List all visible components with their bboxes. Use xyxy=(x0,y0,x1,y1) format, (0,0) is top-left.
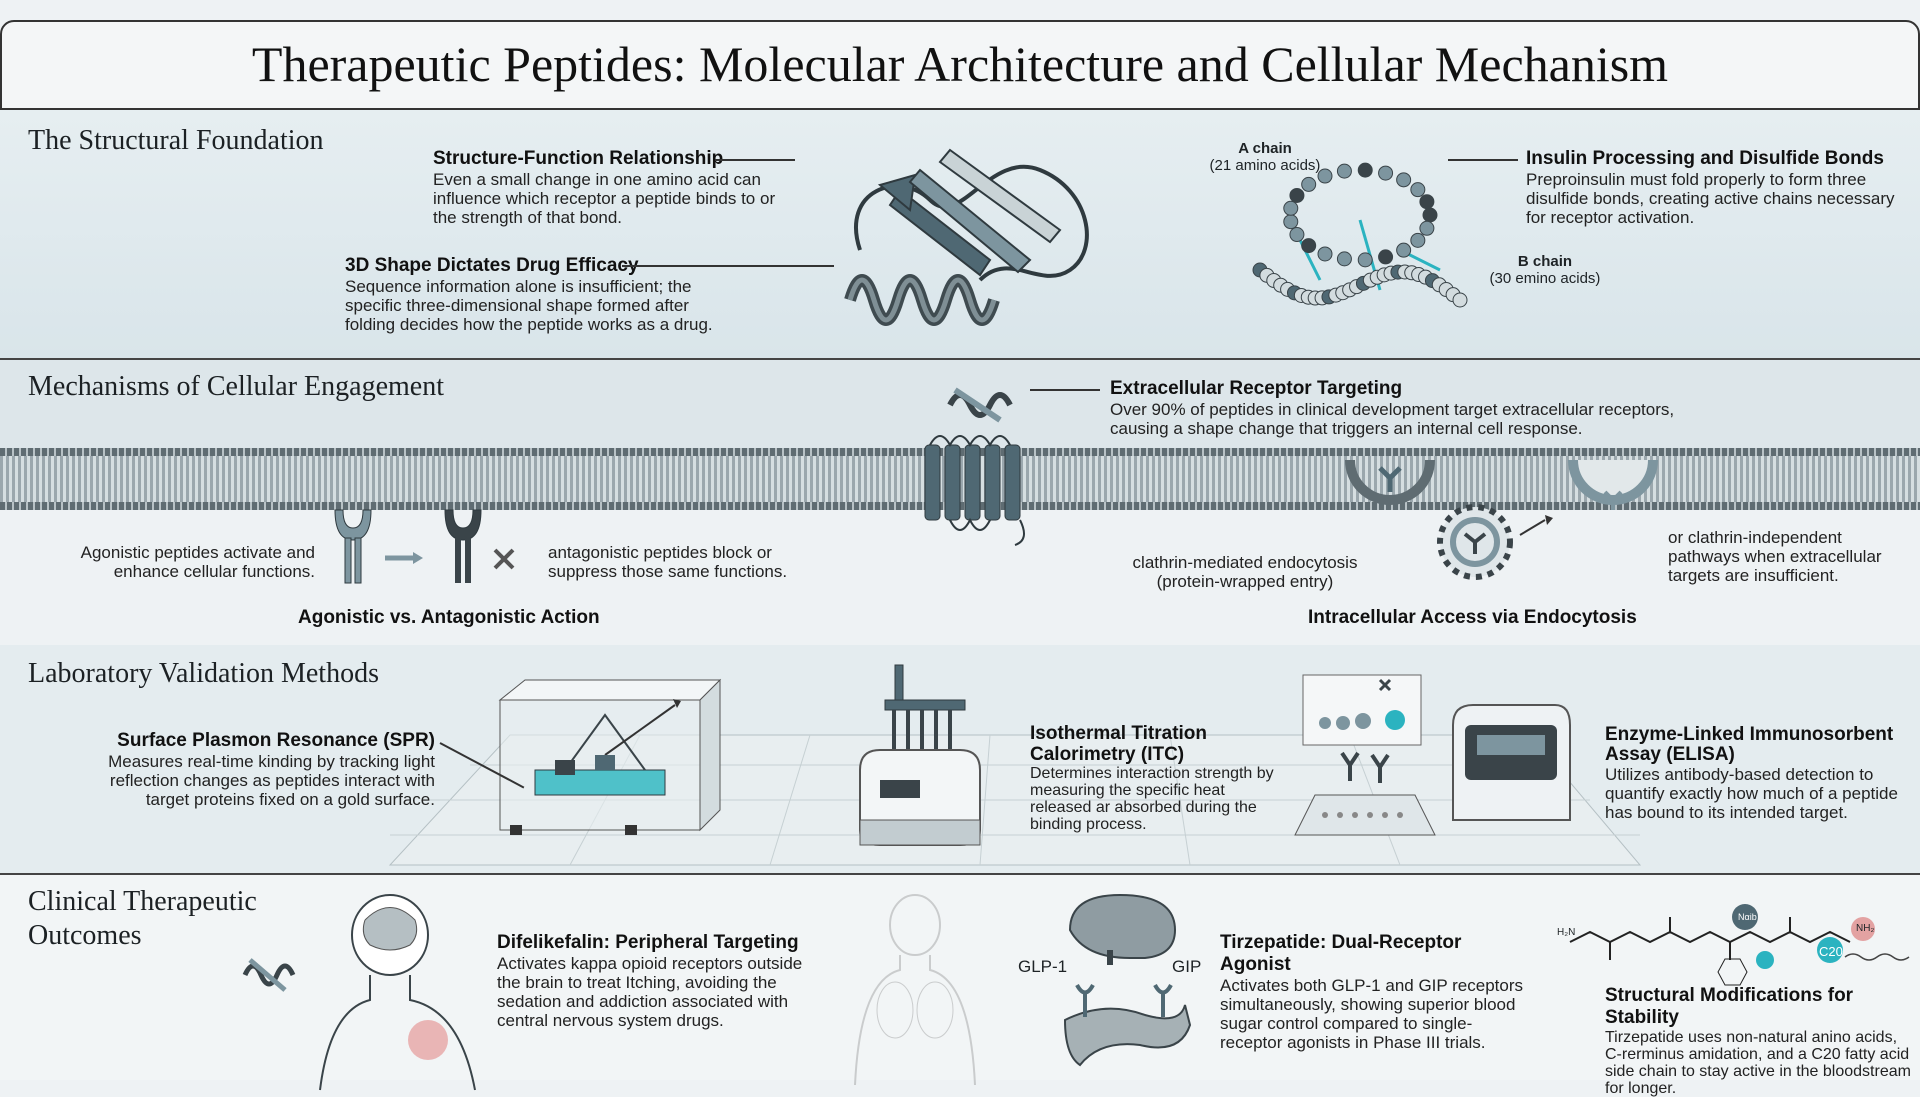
amino-acid-bead xyxy=(1283,200,1299,216)
a-chain-label: A chain (21 amino acids) xyxy=(1200,140,1330,174)
clathrin-text: clathrin-mediated endocytosis (protein-w… xyxy=(1132,553,1358,591)
section-title-engagement: Mechanisms of Cellular Engagement xyxy=(28,371,444,402)
b-chain-label: B chain (30 emino acids) xyxy=(1480,253,1610,287)
leader-line xyxy=(1448,159,1518,161)
shape-efficacy-body: Sequence information alone is insufficie… xyxy=(345,277,713,334)
peptide-ligand-icon xyxy=(947,387,1013,423)
amino-acid-bead xyxy=(1301,238,1317,254)
amino-acid-bead xyxy=(1452,292,1468,308)
amino-acid-bead xyxy=(1336,163,1352,179)
insulin-body: Preproinsulin must fold properly to form… xyxy=(1526,170,1895,227)
insulin-heading: Insulin Processing and Disulfide Bonds xyxy=(1526,148,1884,169)
insulin-chain-illustration xyxy=(1252,162,1468,308)
section-title-structural: The Structural Foundation xyxy=(28,125,324,156)
shape-efficacy-heading: 3D Shape Dictates Drug Efficacy xyxy=(345,255,639,276)
leader-line xyxy=(715,159,795,161)
amino-acid-bead xyxy=(1317,168,1333,184)
elisa-body: Utilizes antibody-based detection to qua… xyxy=(1605,765,1898,822)
amino-acid-bead xyxy=(1410,232,1426,248)
leader-line xyxy=(622,265,834,267)
amino-acid-bead xyxy=(1410,182,1426,198)
a-chain-name: A chain xyxy=(1238,140,1292,157)
extracellular-body: Over 90% of peptides in clinical develop… xyxy=(1110,400,1675,438)
brain-pancreas-illustration xyxy=(1063,893,1192,1067)
itc-heading: Isothermal Titration Calorimetry (ITC) xyxy=(1030,723,1208,765)
b-chain-count: (30 emino acids) xyxy=(1489,270,1601,287)
amino-acid-bead xyxy=(1301,176,1317,192)
faded-body-outline xyxy=(854,894,976,1086)
elisa-instrument xyxy=(1294,674,1571,836)
itc-block: Isothermal Titration Calorimetry (ITC) D… xyxy=(1030,723,1280,833)
protein-ribbon-illustration xyxy=(844,148,1089,326)
modifications-heading: Structural Modifications for Stability xyxy=(1605,985,1854,1028)
nh2-label: NH₂ xyxy=(1856,923,1875,934)
section-structural-foundation: The Structural Foundation Structure-Func… xyxy=(0,110,1920,360)
difelikefalin-body: Activates kappa opioid receptors outside… xyxy=(497,954,803,1030)
amino-acid-bead xyxy=(1283,214,1299,230)
amino-acid-bead xyxy=(1289,187,1305,203)
spr-body: Measures real-time kinding by tracking l… xyxy=(108,752,435,809)
itc-body: Determines interaction strength by measu… xyxy=(1030,765,1274,833)
section-title-lab: Laboratory Validation Methods xyxy=(28,658,379,689)
h2n-label: H₂N xyxy=(1557,927,1576,938)
endocytosis-vesicles xyxy=(1345,459,1553,580)
amino-acid-bead xyxy=(1357,162,1373,178)
structure-function-heading: Structure-Function Relationship xyxy=(433,148,724,169)
a-chain-count: (21 amino acids) xyxy=(1209,157,1321,174)
elisa-heading: Enzyme-Linked Immunosorbent Assay (ELISA… xyxy=(1605,724,1894,765)
amino-acid-bead xyxy=(1357,252,1373,268)
extracellular-heading: Extracellular Receptor Targeting xyxy=(1110,378,1403,399)
amino-acid-bead xyxy=(1336,251,1352,267)
independent-text: or clathrin-independent pathways when ex… xyxy=(1668,528,1882,585)
itc-instrument xyxy=(859,664,981,846)
amino-acid-bead xyxy=(1396,172,1412,188)
modifications-body: Tirzepatide uses non-natural anino acids… xyxy=(1605,1029,1911,1097)
page-title: Therapeutic Peptides: Molecular Architec… xyxy=(0,20,1920,110)
gpcr-receptor-icon xyxy=(924,435,1025,546)
clathrin-independent-vesicle xyxy=(1568,459,1658,510)
agonist-text: Agonistic peptides activate and enhance … xyxy=(80,543,315,581)
tirzepatide-body: Activates both GLP-1 and GIP receptors s… xyxy=(1220,976,1524,1052)
extracellular-block: Extracellular Receptor Targeting Over 90… xyxy=(1110,378,1710,438)
amino-acid-bead xyxy=(1419,220,1435,236)
agonist-antagonist-receptors xyxy=(334,509,515,584)
spr-heading: Surface Plasmon Resonance (SPR) xyxy=(117,730,435,751)
amino-acid-bead xyxy=(1289,227,1305,243)
difelikefalin-heading: Difelikefalin: Peripheral Targeting xyxy=(497,932,799,953)
amino-acid-bead xyxy=(1317,246,1333,262)
b-chain-name: B chain xyxy=(1517,253,1573,270)
amino-acid-bead xyxy=(1378,249,1394,265)
shape-efficacy-block: 3D Shape Dictates Drug Efficacy Sequence… xyxy=(345,255,735,334)
amino-acid-bead xyxy=(1419,194,1435,210)
section-clinical-outcomes: Clinical Therapeutic Outcomes Difelikefa… xyxy=(0,875,1920,1097)
amino-acid-bead xyxy=(1396,242,1412,258)
cytoplasm-area xyxy=(0,510,1920,645)
spr-instrument xyxy=(498,678,722,835)
spr-block: Surface Plasmon Resonance (SPR) Measures… xyxy=(90,730,435,809)
section-lab-validation: Laboratory Validation Methods Surface Pl… xyxy=(0,645,1920,875)
tirzepatide-heading: Tirzepatide: Dual-Receptor Agonist xyxy=(1220,932,1462,975)
naib-label: Nαib xyxy=(1738,912,1757,922)
structure-function-body: Even a small change in one amino acid ca… xyxy=(433,170,776,227)
section-title-clinical: Clinical Therapeutic Outcomes xyxy=(28,886,257,951)
amino-acid-bead xyxy=(1422,207,1438,223)
c20-label: C20 xyxy=(1819,944,1843,959)
gip-label: GIP xyxy=(1172,957,1202,976)
glp1-label: GLP-1 xyxy=(1018,957,1068,976)
tirzepatide-block: Tirzepatide: Dual-Receptor Agonist Activ… xyxy=(1220,932,1530,1052)
agonist-caption: Agonistic vs. Antagonistic Action xyxy=(298,607,600,628)
structure-function-block: Structure-Function Relationship Even a s… xyxy=(433,148,813,227)
endocytosis-caption: Intracellular Access via Endocytosis xyxy=(1308,607,1637,628)
peptide-small-icon xyxy=(242,958,296,992)
leader-line xyxy=(1030,389,1100,391)
elisa-block: Enzyme-Linked Immunosorbent Assay (ELISA… xyxy=(1605,724,1915,823)
modifications-block: Structural Modifications for Stability T… xyxy=(1605,985,1915,1097)
antagonist-text: antagonistic peptides block or suppress … xyxy=(548,543,788,581)
insulin-block: Insulin Processing and Disulfide Bonds P… xyxy=(1526,148,1906,227)
section-cellular-engagement: Mechanisms of Cellular Engagement Extrac… xyxy=(0,360,1920,645)
amino-acid-bead xyxy=(1378,165,1394,181)
difelikefalin-block: Difelikefalin: Peripheral Targeting Acti… xyxy=(497,932,827,1030)
human-body-outline xyxy=(319,894,476,1091)
tirzepatide-structure xyxy=(1569,904,1910,986)
